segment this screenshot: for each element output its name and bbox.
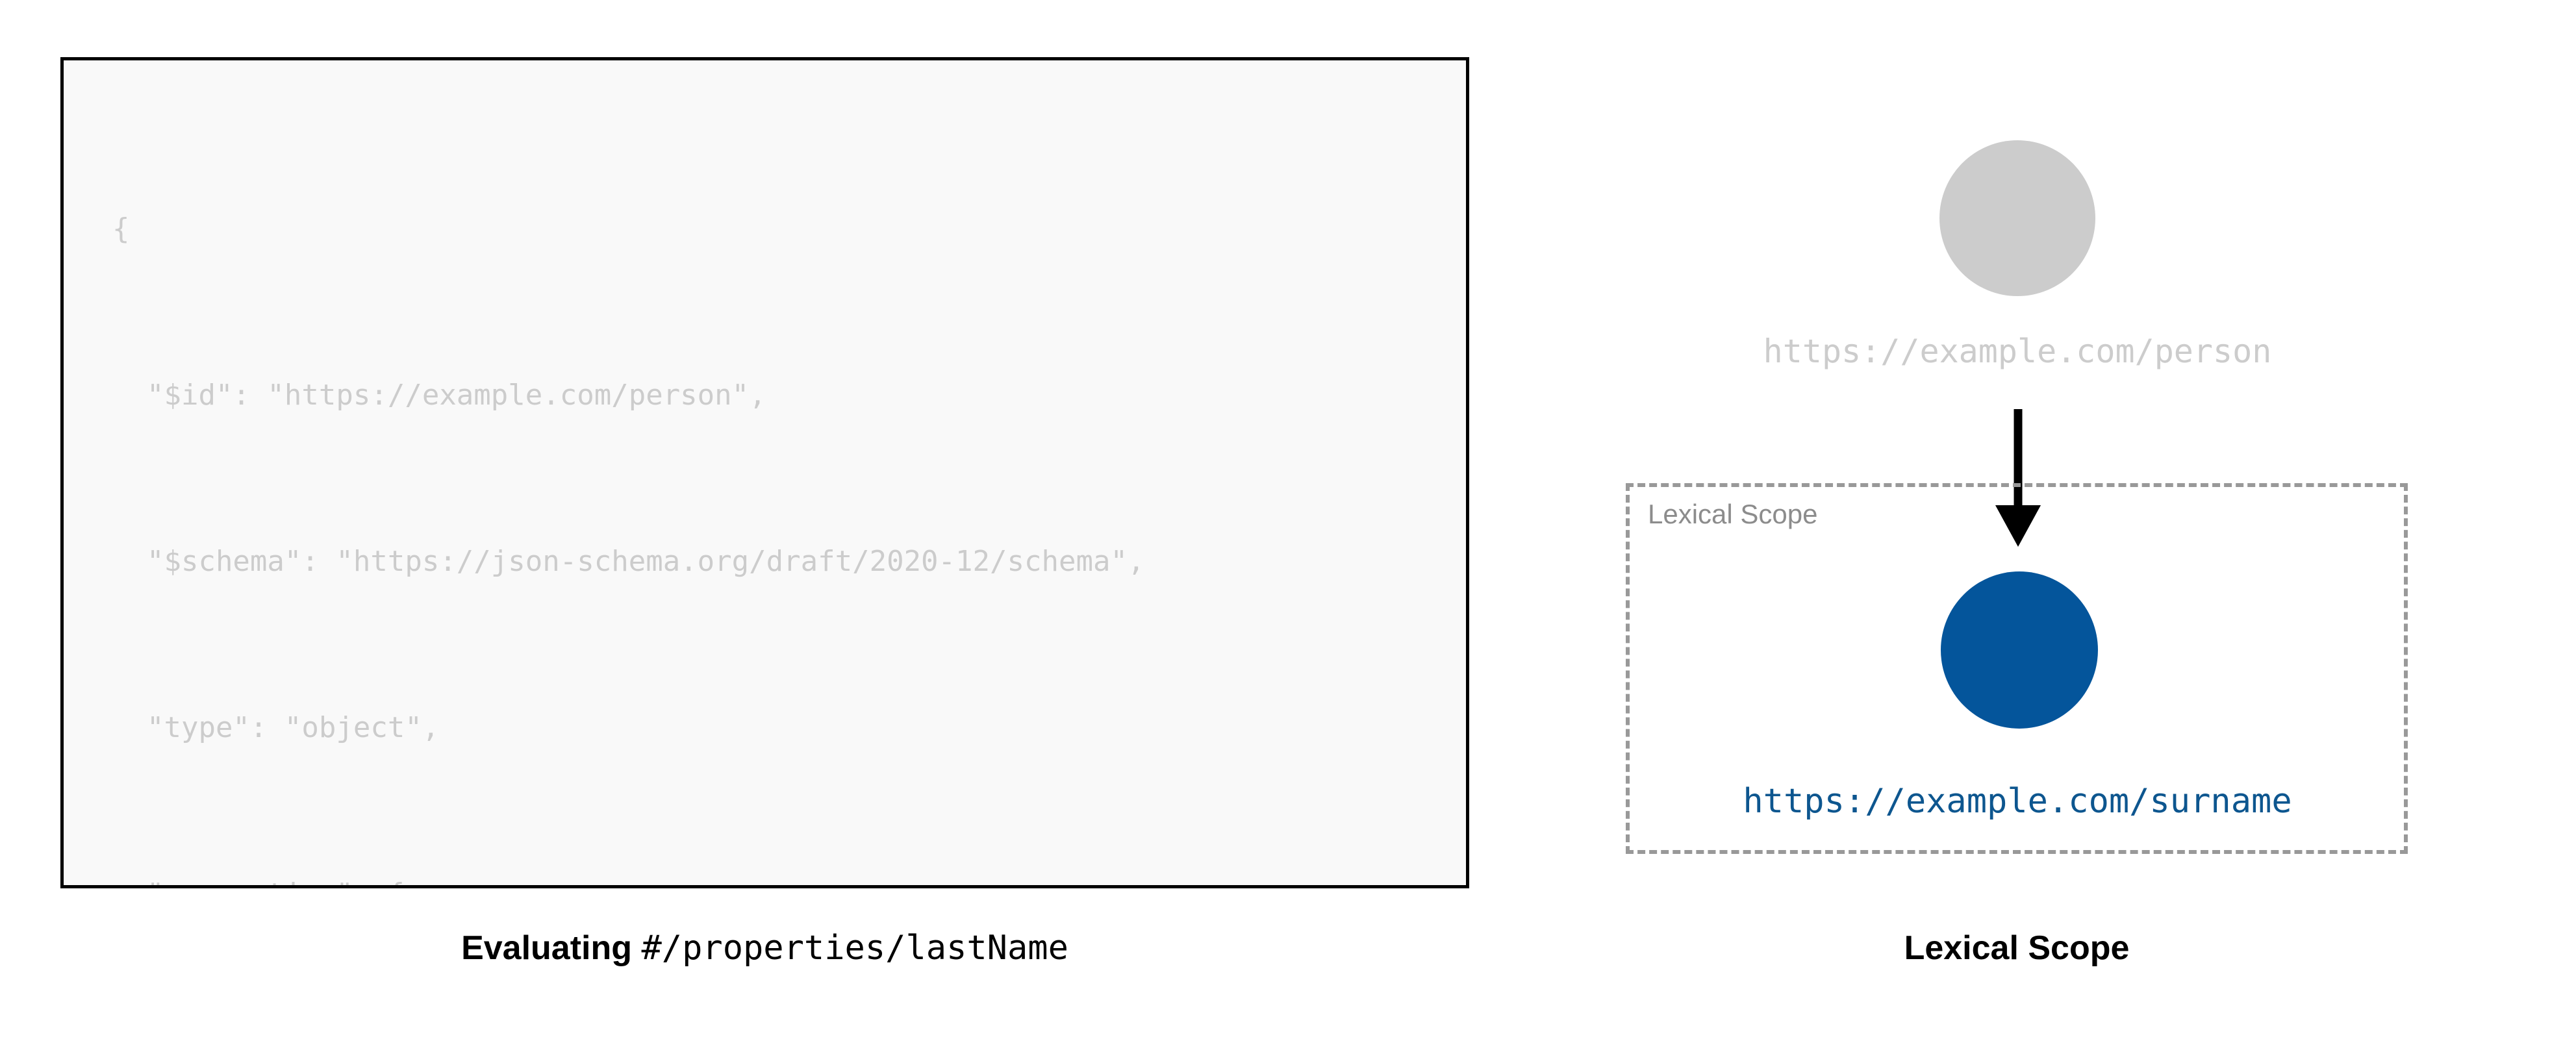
code-line: { (112, 208, 1459, 250)
caption-bold-text: Evaluating (461, 929, 633, 967)
code-line-text: "properties": { (147, 877, 405, 885)
parent-schema-node-label: https://example.com/person (1763, 332, 2272, 370)
code-line-text: "type": "object", (146, 711, 440, 744)
code-panel: { "$id": "https://example.com/person", "… (60, 57, 1469, 968)
code-line-text: { (112, 212, 130, 245)
diagram-panel-caption: Lexical Scope (1904, 929, 2130, 967)
json-schema-code-box: { "$id": "https://example.com/person", "… (60, 57, 1469, 888)
child-schema-node-circle-icon (1941, 571, 2098, 729)
code-line: "properties": { (112, 873, 1459, 885)
lexical-scope-boundary-box: Lexical Scope (1626, 483, 2408, 854)
down-arrow-icon (1995, 409, 2041, 547)
code-line-text: "$schema": "https://json-schema.org/draf… (146, 545, 1145, 578)
code-line: "type": "object", (112, 707, 1459, 749)
json-schema-code-listing: { "$id": "https://example.com/person", "… (112, 84, 1459, 885)
child-schema-node-label: https://example.com/surname (1743, 782, 2292, 821)
lexical-scope-box-label: Lexical Scope (1648, 499, 1818, 529)
code-line: "$schema": "https://json-schema.org/draf… (112, 541, 1459, 582)
code-line: "$id": "https://example.com/person", (112, 375, 1459, 416)
code-line-text: "$id": "https://example.com/person", (146, 379, 766, 412)
caption-pointer-text: #/properties/lastName (641, 929, 1068, 968)
parent-schema-node-circle-icon (1939, 140, 2095, 296)
code-panel-caption: Evaluating #/properties/lastName (60, 929, 1469, 968)
lexical-scope-diagram-panel: https://example.com/person Lexical Scope… (1533, 0, 2576, 1039)
